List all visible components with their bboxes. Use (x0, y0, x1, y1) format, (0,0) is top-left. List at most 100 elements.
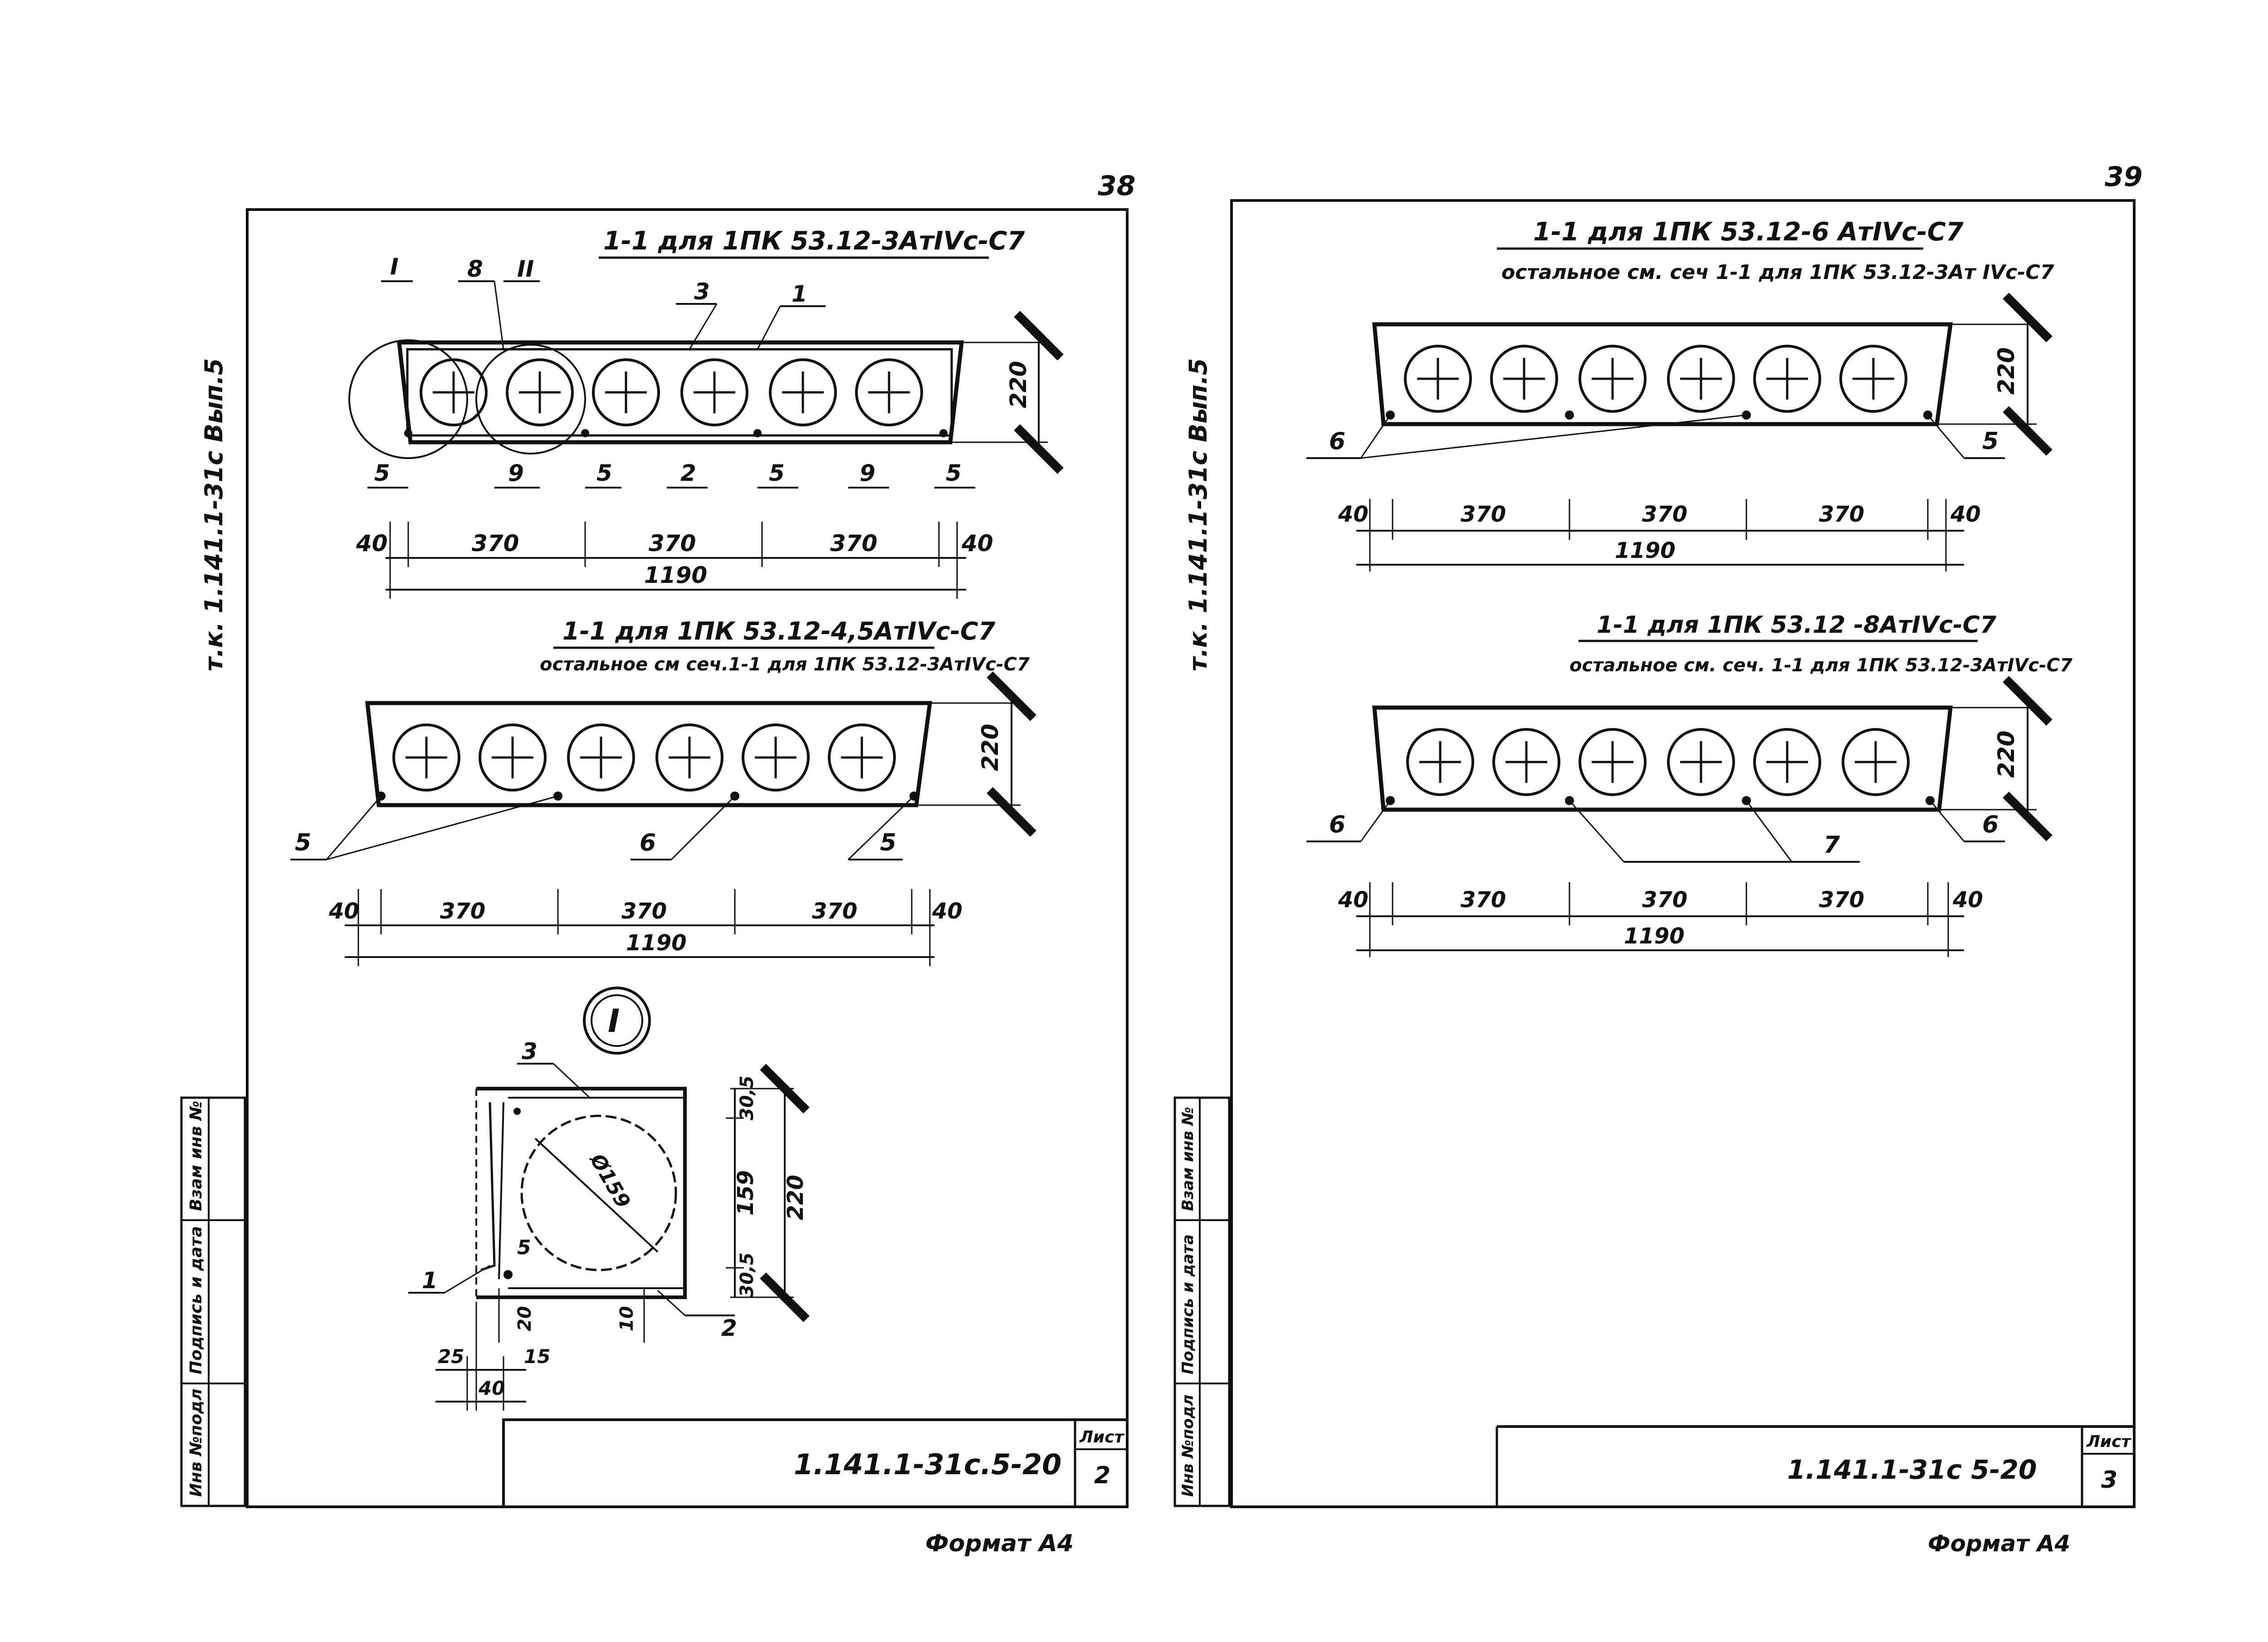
right-b-callout-6b: 6 (1982, 811, 1999, 838)
right-a-total: 1190 (1615, 538, 1676, 563)
right-stamp-label-1: Инв №подл (1179, 1395, 1197, 1497)
right-section-b-title: 1-1 для 1ПК 53.12 -8АтIVс-С7 (1597, 611, 1997, 639)
right-b-dim-2: 370 (1461, 887, 1506, 913)
right-a-dim-1: 40 (1338, 502, 1369, 527)
callout-8: 8 (467, 256, 483, 282)
left-a-dim-1: 40 (356, 530, 388, 557)
left-a-dim-3: 370 (649, 530, 696, 557)
detail-callout-2: 2 (721, 1315, 737, 1341)
detail-dim-305b: 30,5 (737, 1252, 758, 1297)
detail-mark: I (608, 1002, 620, 1040)
left-sheet-number: 2 (1094, 1462, 1110, 1489)
left-detail-i: I Ø159 3 1 5 2 (408, 987, 810, 1411)
right-sheet-label: Лист (2086, 1432, 2131, 1451)
right-b-callout-7: 7 (1823, 831, 1840, 859)
left-b-total: 1190 (626, 930, 687, 956)
left-b-callout-6: 6 (640, 829, 656, 856)
right-sheet: 39 т.к. 1.141.1-31с Вып.5 Инв №подл Подп… (1173, 161, 2143, 1557)
left-designation: 1.141.1-31с.5-20 (794, 1448, 1061, 1481)
detail-diameter: Ø159 (585, 1148, 635, 1212)
right-section-a: 1-1 для 1ПК 53.12-6 АтIVс-С7 остальное с… (1306, 217, 2054, 572)
right-stamp: Инв №подл Подпись и дата Взам инв № (1173, 1096, 1231, 1507)
callout-II: II (517, 256, 534, 282)
right-a-callout-6: 6 (1329, 428, 1345, 455)
right-b-dim-4: 370 (1819, 887, 1864, 913)
detail-dim-20: 20 (514, 1306, 535, 1331)
right-a-dim-3: 370 (1642, 502, 1687, 527)
right-section-a-subtitle: остальное см. сеч 1-1 для 1ПК 53.12-3Ат … (1501, 261, 2054, 284)
right-a-height: 220 (1993, 347, 2019, 395)
left-a-height: 220 (1005, 361, 1031, 408)
right-frame (1230, 199, 2136, 1508)
detail-callout-3: 3 (522, 1038, 538, 1065)
bcallout-7: 5 (946, 460, 962, 486)
left-stamp-label-1: Инв №подл (187, 1388, 205, 1497)
bcallout-4: 2 (680, 460, 696, 486)
bcallout-1: 5 (374, 460, 390, 486)
right-side-code: т.к. 1.141.1-31с Вып.5 (1184, 358, 1212, 671)
left-sheet-label: Лист (1079, 1428, 1124, 1447)
left-a-total: 1190 (644, 562, 707, 588)
left-section-b-dims: 40 370 370 370 40 1190 (328, 889, 963, 966)
detail-dim-159: 159 (733, 1170, 758, 1216)
left-b-dim-5: 40 (932, 899, 963, 924)
left-section-b-title: 1-1 для 1ПК 53.12-4,5АтIVс-С7 (562, 617, 996, 645)
right-b-total: 1190 (1624, 924, 1685, 949)
right-page-number: 39 (2105, 161, 2143, 193)
left-b-dim-3: 370 (621, 899, 667, 924)
left-side-code: т.к. 1.141.1-31с Вып.5 (200, 358, 228, 671)
right-designation: 1.141.1-31с 5-20 (1787, 1454, 2037, 1485)
left-section-b: 1-1 для 1ПК 53.12-4,5АтIVс-С7 остальное … (290, 617, 1036, 966)
left-sheet: 38 т.к. 1.141.1-31с Вып.5 Инв №подл Подп… (180, 170, 1136, 1557)
left-section-a-dims: 40 370 370 370 40 1190 (356, 522, 993, 599)
right-section-b-slab (1372, 705, 1953, 812)
left-frame (246, 208, 1129, 1508)
left-b-dim-1: 40 (328, 899, 359, 924)
right-b-dim-5: 40 (1952, 887, 1983, 913)
right-sheet-number: 3 (2101, 1466, 2117, 1494)
right-a-dim-5: 40 (1950, 502, 1981, 527)
right-section-b-dims: 40 370 370 370 40 1190 (1338, 882, 1983, 957)
right-stamp-label-2: Подпись и дата (1179, 1234, 1197, 1374)
detail-dim-15: 15 (524, 1345, 550, 1368)
left-b-callout-5b: 5 (880, 829, 896, 856)
right-format: Формат А4 (1928, 1530, 2070, 1557)
right-a-dim-4: 370 (1819, 502, 1864, 527)
right-stamp-label-3: Взам инв № (1179, 1107, 1197, 1211)
left-b-height: 220 (977, 724, 1003, 771)
left-b-callout-5a: 5 (295, 829, 311, 856)
detail-callout-1: 1 (422, 1267, 438, 1294)
right-a-dim-2: 370 (1461, 502, 1506, 527)
right-title-block: 1.141.1-31с 5-20 Лист 3 (1496, 1425, 2134, 1507)
left-b-dim-4: 370 (812, 899, 857, 924)
right-section-b: 1-1 для 1ПК 53.12 -8АтIVс-С7 остальное с… (1306, 611, 2072, 957)
bcallout-3: 5 (596, 460, 612, 486)
left-section-a-title: 1-1 для 1ПК 53.12-3АтIVс-С7 (603, 226, 1025, 256)
right-b-dim-1: 40 (1338, 887, 1369, 913)
left-stamp-label-3: Взам инв № (187, 1101, 205, 1211)
right-b-dim-3: 370 (1642, 887, 1687, 913)
left-a-dim-5: 40 (961, 530, 993, 557)
right-section-a-title: 1-1 для 1ПК 53.12-6 АтIVс-С7 (1533, 217, 1964, 247)
right-b-callout-6a: 6 (1329, 811, 1345, 838)
right-b-height: 220 (1993, 731, 2019, 778)
detail-dim-220: 220 (783, 1175, 808, 1220)
callout-3: 3 (694, 279, 710, 305)
detail-dim-40: 40 (478, 1377, 505, 1399)
detail-dim-10: 10 (616, 1306, 637, 1331)
bcallout-6: 9 (860, 460, 875, 486)
left-section-a-callouts: I 8 II 3 1 (381, 254, 826, 350)
left-b-dim-2: 370 (440, 899, 485, 924)
left-section-b-slab (365, 701, 933, 807)
left-stamp: Инв №подл Подпись и дата Взам инв № (180, 1096, 246, 1507)
detail-dim-25: 25 (438, 1345, 464, 1368)
left-section-a-bottom-callouts: 5 9 5 2 5 9 5 (367, 460, 975, 489)
left-title-block: 1.141.1-31с.5-20 Лист 2 (502, 1418, 1129, 1508)
callout-I: I (390, 254, 399, 280)
left-format: Формат А4 (925, 1530, 1074, 1557)
left-a-dim-4: 370 (830, 530, 877, 557)
left-section-b-subtitle: остальное см сеч.1-1 для 1ПК 53.12-3АтIV… (540, 654, 1030, 675)
left-page-number: 38 (1098, 170, 1136, 202)
left-a-dim-2: 370 (472, 530, 519, 557)
